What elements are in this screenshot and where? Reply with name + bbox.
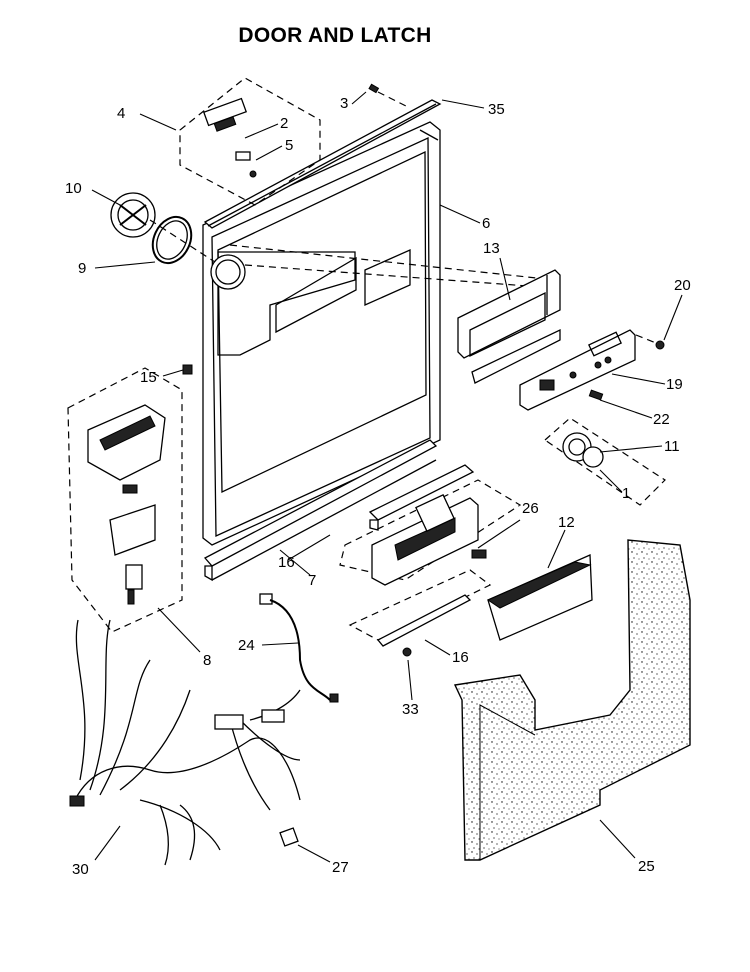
- screw-20: [655, 340, 665, 350]
- callout-35: 35: [488, 101, 505, 118]
- gasket-9: [151, 215, 193, 265]
- control-panel-19: [519, 329, 636, 411]
- clip-15: [182, 364, 193, 375]
- wiring-harness-30: [69, 619, 301, 866]
- callout-8: 8: [203, 652, 211, 669]
- door-insulation-25: [453, 539, 691, 861]
- latch-group-8: [67, 364, 193, 633]
- callout-5: 5: [285, 137, 293, 154]
- callout-33: 33: [402, 701, 419, 718]
- callout-16-upper: 16: [278, 554, 295, 571]
- latch-handle-16: [368, 464, 475, 531]
- callout-9: 9: [78, 260, 86, 277]
- insulation-12: [486, 554, 593, 641]
- bottom-trim: [203, 439, 438, 582]
- callout-22: 22: [653, 411, 670, 428]
- callout-26: 26: [522, 500, 539, 517]
- callout-7: 7: [308, 572, 316, 589]
- callout-30: 30: [72, 861, 89, 878]
- callout-20: 20: [674, 277, 691, 294]
- vent-group-4: [179, 77, 321, 206]
- callout-25: 25: [638, 858, 655, 875]
- leader-lines: [91, 91, 683, 863]
- callout-16-lower: 16: [452, 649, 469, 666]
- diagram-title: DOOR AND LATCH: [238, 24, 432, 47]
- callout-13: 13: [483, 240, 500, 257]
- callout-2: 2: [280, 115, 288, 132]
- control-bracket-13: [457, 269, 561, 384]
- callout-15: 15: [140, 369, 157, 386]
- outer-door-panel: [202, 121, 441, 546]
- latch-bar-16: [348, 569, 492, 657]
- wire-24: [259, 593, 339, 703]
- callout-6: 6: [482, 215, 490, 232]
- callout-4: 4: [117, 105, 125, 122]
- part-22: [588, 389, 604, 401]
- callout-19: 19: [666, 376, 683, 393]
- callout-11: 11: [664, 438, 680, 455]
- part-26: [471, 549, 487, 559]
- callout-10: 10: [65, 180, 82, 197]
- latch-assembly: [339, 479, 522, 586]
- callout-1: 1: [622, 485, 630, 502]
- callout-3: 3: [340, 95, 348, 112]
- top-rail: [203, 99, 442, 229]
- screw-3: [368, 83, 411, 109]
- callout-12: 12: [558, 514, 575, 531]
- vent-fan-10: [110, 192, 156, 238]
- callout-27: 27: [332, 859, 349, 876]
- part-27: [279, 827, 299, 847]
- knob-assembly-11: [544, 417, 666, 506]
- callout-24: 24: [238, 637, 255, 654]
